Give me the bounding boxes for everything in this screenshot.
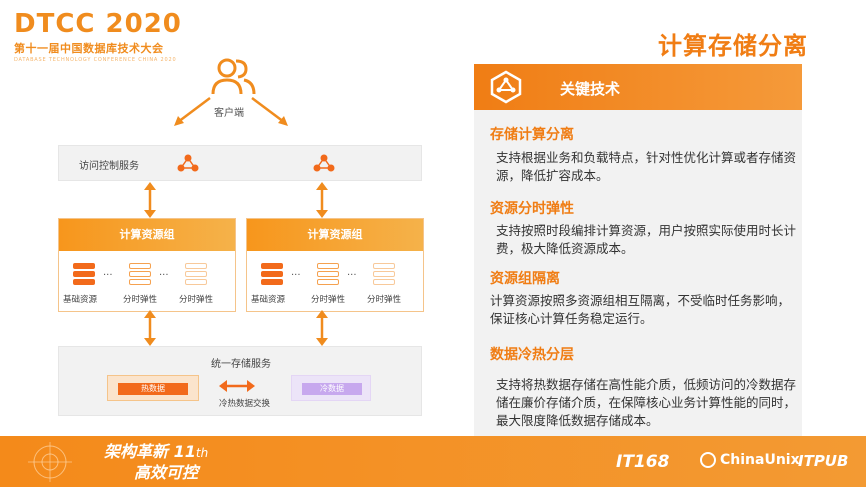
logo-tagline: DATABASE TECHNOLOGY CONFERENCE CHINA 202…	[14, 57, 177, 63]
client-label: 客户端	[214, 108, 244, 119]
server-light-icon	[185, 263, 207, 287]
server-light-icon	[373, 263, 395, 287]
ellipsis: ...	[103, 267, 113, 278]
chinaunix-logo: ChinaUnix	[700, 452, 800, 468]
panel-header: 关键技术	[474, 64, 802, 110]
network-nodes-icon	[313, 154, 335, 172]
slogan-number: 11	[173, 442, 196, 461]
hexagon-network-icon	[490, 70, 522, 104]
swap-label: 冷热数据交换	[219, 399, 271, 409]
network-nodes-icon	[177, 154, 199, 172]
slogan-line1: 架构革新	[104, 442, 169, 461]
section-body: 支持根据业务和负载特点，针对性优化计算或者存储资源，降低扩容成本。	[496, 150, 797, 183]
section-title: 存储计算分离	[490, 127, 574, 143]
elastic-label: 分时弹性	[123, 295, 158, 305]
sparkle-icon	[28, 442, 72, 482]
elastic-label: 分时弹性	[367, 295, 402, 305]
footer-banner: 架构革新 11th 高效可控 IT168 ChinaUnix ITPUB	[0, 436, 866, 487]
cold-data-box: 冷数据	[291, 375, 371, 401]
server-outline-icon	[317, 263, 339, 287]
base-resource-label: 基础资源	[251, 295, 286, 305]
section-title: 数据冷热分层	[490, 347, 574, 363]
bidirectional-arrow-icon	[316, 310, 328, 346]
section-body: 支持将热数据存储在高性能介质，低频访问的冷数据存储在廉价存储介质，在保障核心业务…	[496, 377, 797, 428]
hot-data-label: 热数据	[118, 383, 188, 395]
chinaunix-circle-icon	[700, 452, 716, 468]
key-tech-panel: 关键技术 存储计算分离 支持根据业务和负载特点，针对性优化计算或者存储资源，降低…	[474, 64, 802, 442]
cold-data-label: 冷数据	[302, 383, 362, 395]
ellipsis: ...	[291, 267, 301, 278]
page-title: 计算存储分离	[658, 32, 808, 60]
ellipsis: ...	[159, 267, 169, 278]
server-solid-icon	[73, 263, 95, 287]
section-title: 资源分时弹性	[490, 201, 574, 217]
section-body: 支持按照时段编排计算资源，用户按照实际使用时长计费，极大降低资源成本。	[496, 223, 797, 256]
base-resource-label: 基础资源	[63, 295, 98, 305]
logo-subtitle: 第十一届中国数据库技术大会	[14, 42, 164, 55]
compute-resource-group: 计算资源组 ... ... 基础资源 分时弹性 分时弹性	[58, 218, 236, 312]
access-control-label: 访问控制服务	[79, 161, 139, 172]
swap-arrow-icon	[219, 380, 255, 392]
hot-data-box: 热数据	[107, 375, 199, 401]
slogan-suffix: th	[195, 446, 209, 460]
compute-group-title: 计算资源组	[59, 219, 235, 251]
arrow-down-left-icon	[174, 97, 211, 126]
bidirectional-arrow-icon	[316, 182, 328, 218]
ellipsis: ...	[347, 267, 357, 278]
elastic-label: 分时弹性	[179, 295, 214, 305]
bidirectional-arrow-icon	[144, 182, 156, 218]
server-solid-icon	[261, 263, 283, 287]
dtcc-logo: DTCC 2020 第十一届中国数据库技术大会 DATABASE TECHNOL…	[14, 10, 182, 63]
users-icon	[211, 58, 256, 95]
bidirectional-arrow-icon	[144, 310, 156, 346]
logo-mark: DTCC 2020	[14, 9, 182, 39]
server-outline-icon	[129, 263, 151, 287]
panel-title: 关键技术	[560, 80, 621, 98]
section-body: 计算资源按照多资源组相互隔离，不受临时任务影响，保证核心计算任务稳定运行。	[490, 293, 791, 326]
unified-storage-service: 统一存储服务 热数据 冷热数据交换 冷数据	[58, 346, 422, 416]
compute-resource-group: 计算资源组 ... ... 基础资源 分时弹性 分时弹性	[246, 218, 424, 312]
chinaunix-text: ChinaUnix	[720, 452, 800, 468]
elastic-label: 分时弹性	[311, 295, 346, 305]
storage-label: 统一存储服务	[211, 359, 271, 370]
slogan-line2: 高效可控	[134, 463, 199, 482]
compute-group-title: 计算资源组	[247, 219, 423, 251]
access-control-service: 访问控制服务	[58, 145, 422, 181]
section-title: 资源组隔离	[490, 271, 560, 287]
it168-logo: IT168	[616, 452, 670, 472]
footer-slogan: 架构革新 11th 高效可控	[104, 442, 208, 482]
arrow-down-right-icon	[251, 97, 288, 126]
itpub-logo: ITPUB	[798, 452, 849, 470]
